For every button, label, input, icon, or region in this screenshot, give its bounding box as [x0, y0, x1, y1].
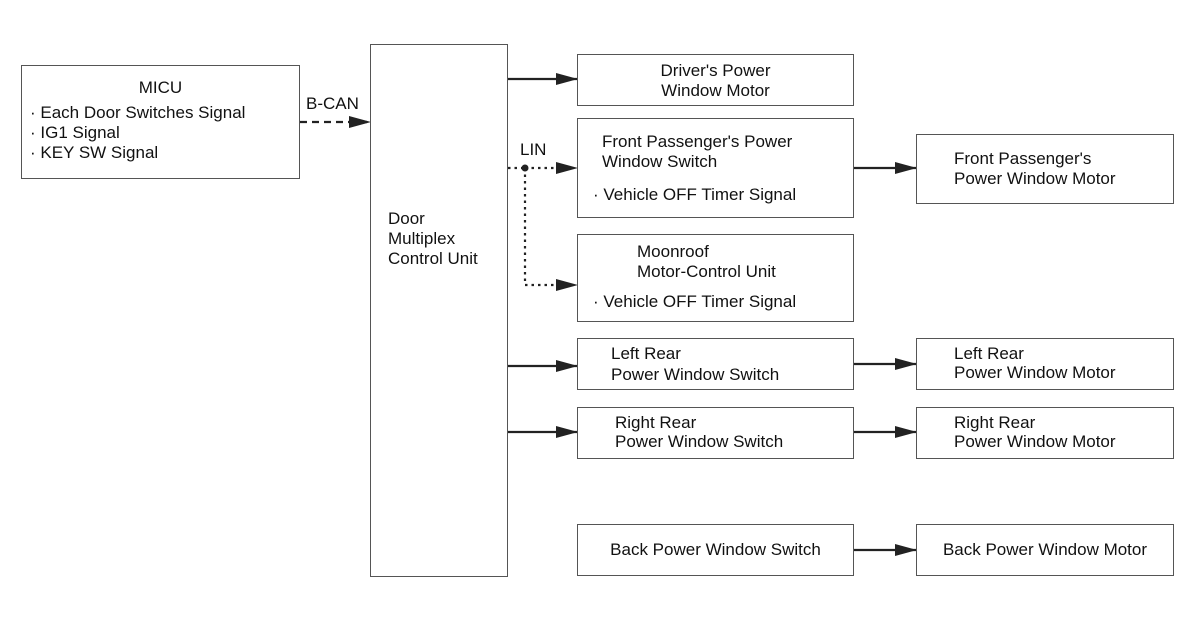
driver-motor-line-2: Window Motor [661, 81, 770, 100]
front-passenger-motor-line-1: Front Passenger's [954, 149, 1092, 168]
right-rear-switch-line-1: Right Rear [615, 413, 697, 432]
left-rear-power-window-switch-box: Left Rear Power Window Switch [577, 338, 854, 390]
door-unit-line-2: Multiplex [388, 229, 456, 248]
left-rear-switch-line-1: Left Rear [611, 344, 681, 363]
back-power-window-motor-box: Back Power Window Motor [916, 524, 1174, 576]
micu-signal-key-sw: · KEY SW Signal [30, 143, 159, 162]
front-passenger-power-window-motor-box: Front Passenger's Power Window Motor [916, 134, 1174, 204]
front-passenger-power-window-switch-box: Front Passenger's Power Window Switch · … [577, 118, 854, 218]
front-passenger-switch-line-2: Window Switch [602, 152, 718, 171]
driver-motor-line-1: Driver's Power [660, 61, 771, 80]
left-rear-switch-line-2: Power Window Switch [611, 365, 780, 384]
moonroof-signal: · Vehicle OFF Timer Signal [593, 292, 797, 311]
bcan-label: B-CAN [306, 94, 359, 113]
driver-power-window-motor-box: Driver's Power Window Motor [577, 54, 854, 106]
right-rear-power-window-motor-box: Right Rear Power Window Motor [916, 407, 1174, 459]
door-unit-line-3: Control Unit [388, 249, 478, 268]
door-multiplex-control-unit-box: Door Multiplex Control Unit [370, 44, 508, 577]
moonroof-line-1: Moonroof [637, 242, 709, 261]
back-switch-label: Back Power Window Switch [610, 540, 821, 559]
front-passenger-switch-signal: · Vehicle OFF Timer Signal [593, 185, 797, 204]
micu-signal-door-switches: · Each Door Switches Signal [30, 103, 246, 122]
right-rear-motor-line-1: Right Rear [954, 413, 1036, 432]
right-rear-motor-line-2: Power Window Motor [954, 432, 1116, 451]
front-passenger-motor-line-2: Power Window Motor [954, 169, 1116, 188]
moonroof-line-2: Motor-Control Unit [637, 262, 776, 281]
micu-title: MICU [138, 78, 183, 97]
back-motor-label: Back Power Window Motor [942, 540, 1148, 559]
left-rear-motor-line-1: Left Rear [954, 344, 1024, 363]
right-rear-switch-line-2: Power Window Switch [615, 432, 784, 451]
left-rear-power-window-motor-box: Left Rear Power Window Motor [916, 338, 1174, 390]
lin-label: LIN [520, 140, 547, 159]
door-unit-line-1: Door [388, 209, 425, 228]
right-rear-power-window-switch-box: Right Rear Power Window Switch [577, 407, 854, 459]
moonroof-motor-control-unit-box: Moonroof Motor-Control Unit · Vehicle OF… [577, 234, 854, 322]
back-power-window-switch-box: Back Power Window Switch [577, 524, 854, 576]
front-passenger-switch-line-1: Front Passenger's Power [602, 132, 793, 151]
left-rear-motor-line-2: Power Window Motor [954, 363, 1116, 382]
micu-signal-ig1: · IG1 Signal [30, 123, 120, 142]
micu-box: MICU · Each Door Switches Signal · IG1 S… [21, 65, 300, 179]
